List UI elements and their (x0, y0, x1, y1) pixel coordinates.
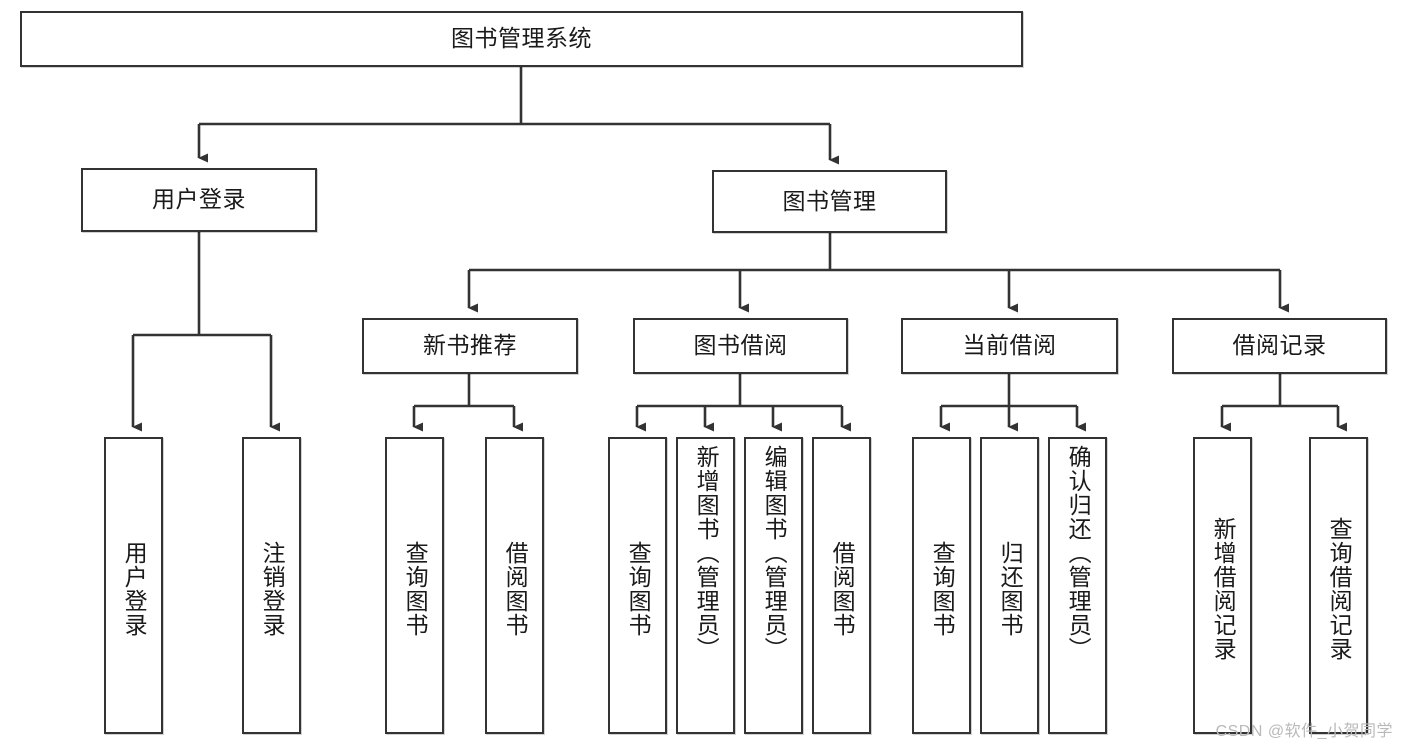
node-label: 查询图书 (402, 540, 429, 637)
node-new-book-recommend[interactable]: 新书推荐 (362, 318, 578, 374)
leaf-book-borrow-query[interactable]: 查询图书 (608, 437, 667, 734)
leaf-book-borrow-borrow[interactable]: 借阅图书 (812, 437, 871, 734)
node-label: 新增借阅记录 (1210, 516, 1237, 661)
node-label: 借阅图书 (829, 540, 856, 637)
node-label: 借阅记录 (1232, 332, 1327, 359)
leaf-user-login-logout[interactable]: 注销登录 (242, 437, 301, 734)
node-label: 注销登录 (259, 540, 286, 637)
node-label: 用户登录 (121, 540, 148, 637)
node-label: 确认归还（管理员） (1065, 445, 1092, 661)
node-label: 查询图书 (625, 540, 652, 637)
node-label: 查询图书 (929, 540, 956, 637)
leaf-new-book-borrow[interactable]: 借阅图书 (485, 437, 544, 734)
node-label: 新书推荐 (423, 332, 517, 359)
leaf-new-book-query[interactable]: 查询图书 (385, 437, 444, 734)
node-book-borrow[interactable]: 图书借阅 (633, 318, 848, 374)
leaf-user-login-login[interactable]: 用户登录 (104, 437, 163, 734)
node-label: 查询借阅记录 (1326, 516, 1353, 661)
node-label: 图书借阅 (693, 332, 788, 359)
node-label: 借阅图书 (502, 540, 529, 637)
leaf-borrow-record-add[interactable]: 新增借阅记录 (1193, 437, 1252, 734)
node-book-manage[interactable]: 图书管理 (712, 170, 947, 233)
node-label: 用户登录 (152, 186, 246, 213)
node-label: 编辑图书（管理员） (761, 445, 788, 661)
leaf-current-borrow-return[interactable]: 归还图书 (980, 437, 1039, 734)
node-label: 当前借阅 (962, 332, 1057, 359)
node-label: 图书管理系统 (451, 25, 592, 52)
node-label: 归还图书 (997, 540, 1024, 637)
leaf-current-borrow-confirm[interactable]: 确认归还（管理员） (1048, 437, 1107, 734)
leaf-book-borrow-add[interactable]: 新增图书（管理员） (676, 437, 735, 734)
node-current-borrow[interactable]: 当前借阅 (901, 318, 1118, 374)
node-label: 新增图书（管理员） (693, 445, 720, 661)
node-user-login[interactable]: 用户登录 (81, 168, 317, 232)
leaf-borrow-record-query[interactable]: 查询借阅记录 (1309, 437, 1368, 734)
csdn-watermark: CSDN @软件_小贺同学 (1215, 723, 1393, 740)
leaf-book-borrow-edit[interactable]: 编辑图书（管理员） (744, 437, 803, 734)
node-root-system[interactable]: 图书管理系统 (20, 11, 1023, 67)
leaf-current-borrow-query[interactable]: 查询图书 (912, 437, 971, 734)
node-borrow-record[interactable]: 借阅记录 (1172, 318, 1387, 374)
node-label: 图书管理 (782, 187, 877, 214)
